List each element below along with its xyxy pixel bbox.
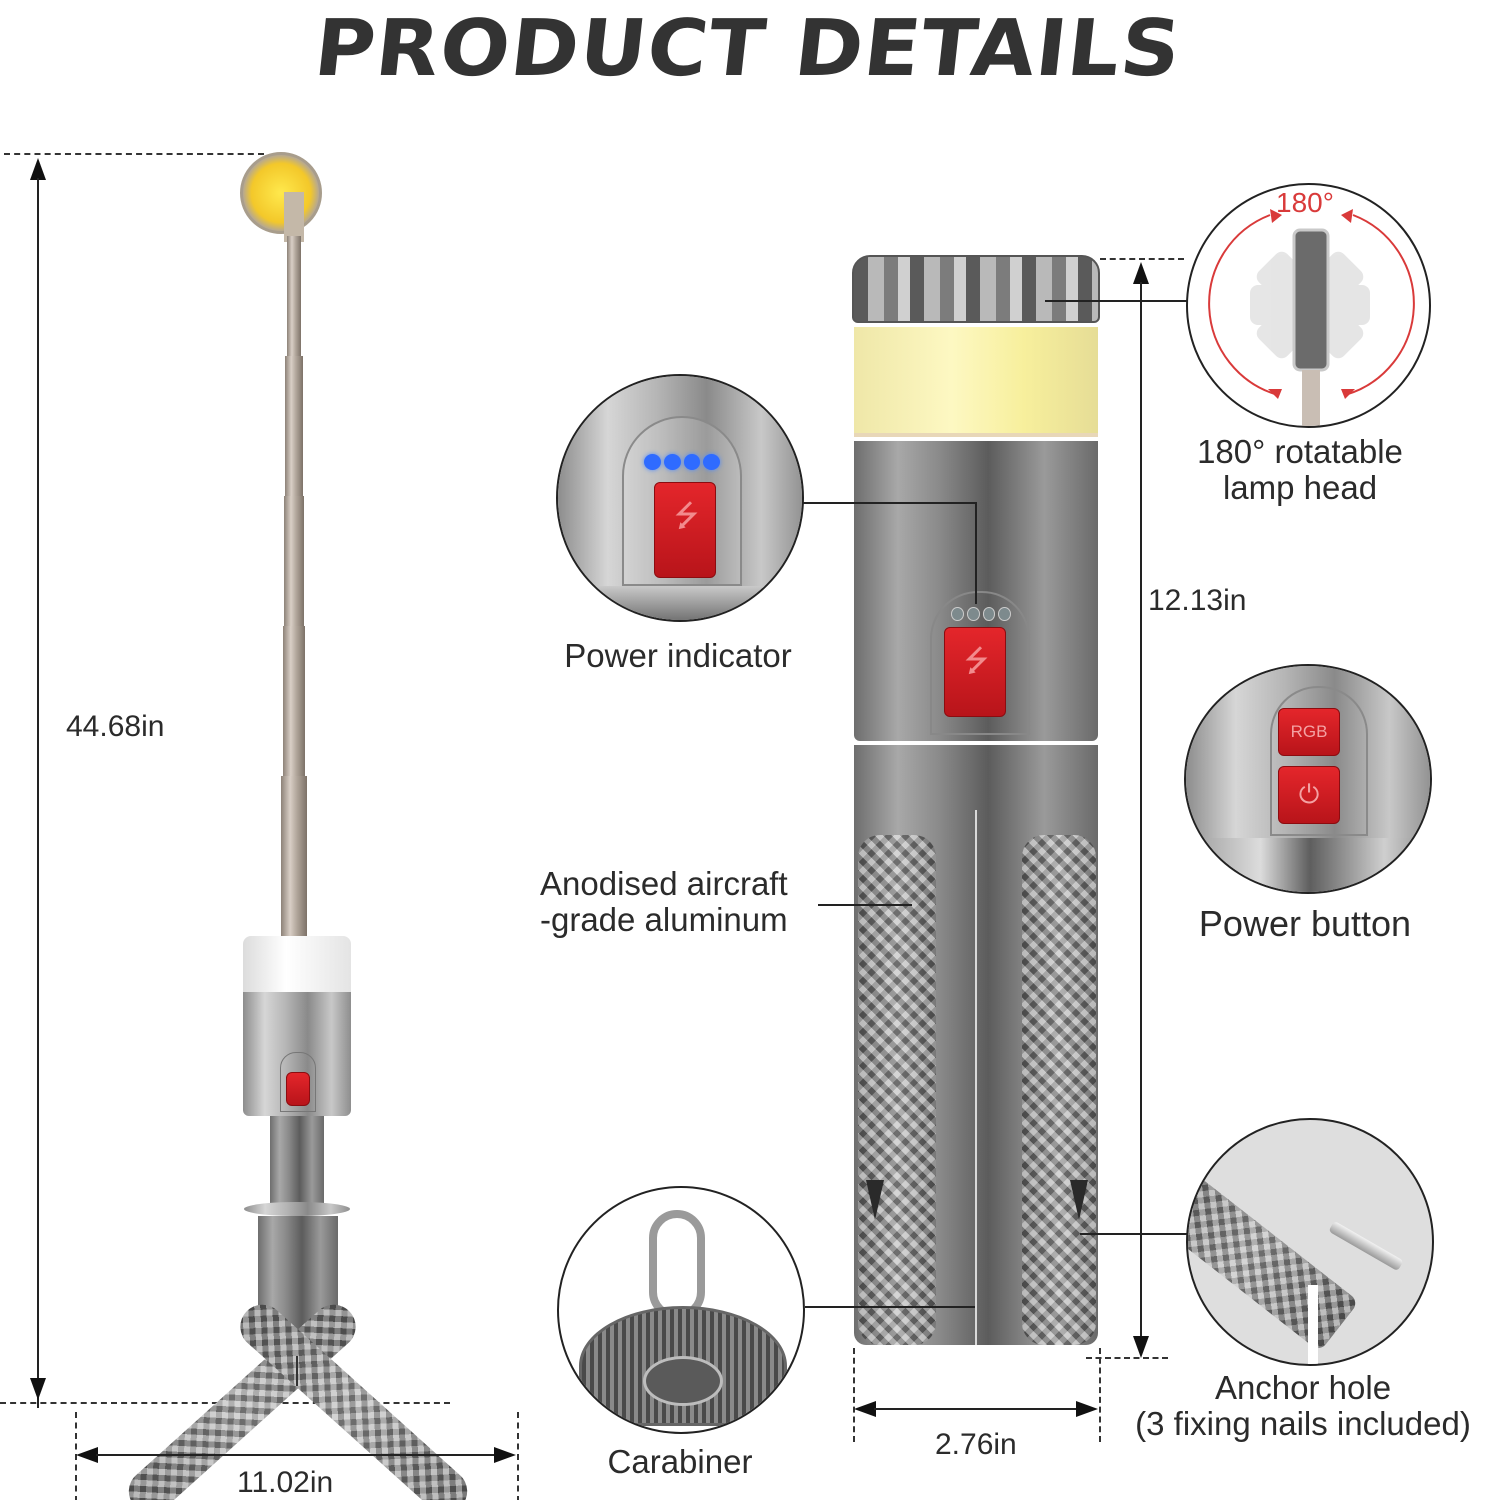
knurled-grip-right	[1022, 835, 1096, 1345]
zoomed-tripod-leg	[1188, 1160, 1360, 1353]
diameter-arrow-left	[854, 1401, 876, 1417]
rgb-button-text: RGB	[1290, 722, 1328, 741]
material-label-line1: Anodised aircraft	[540, 865, 788, 902]
width-arrow-left	[76, 1447, 98, 1463]
battery-led-lit	[683, 454, 701, 470]
anchor-hole-label-line1: Anchor hole	[1214, 1369, 1392, 1406]
telescopic-pole-segment	[284, 496, 304, 626]
anchor-hole-left	[866, 1180, 884, 1220]
usb-icon: ⭍	[964, 645, 989, 678]
diameter-right-guide	[1099, 1348, 1101, 1442]
zoomed-base-band	[558, 586, 802, 620]
collapsed-height-arrow-bottom	[1133, 1336, 1149, 1358]
usb-port-cover	[944, 627, 1006, 717]
collapsed-height-label: 12.13in	[1148, 584, 1247, 617]
zoomed-button-panel	[1270, 686, 1368, 836]
tripod-collar	[244, 1202, 350, 1216]
charging-port-panel	[930, 591, 1030, 735]
diameter-left-guide	[853, 1348, 855, 1442]
carabiner-icon	[649, 1210, 705, 1320]
collapsed-lantern-figure: ⭍	[848, 255, 1104, 1365]
telescopic-pole-segment	[285, 356, 303, 496]
battery-led	[998, 607, 1011, 621]
anchor-hole-right	[1070, 1180, 1088, 1220]
power-indicator-leader-h	[800, 502, 977, 504]
lamp-head-label-line2: lamp head	[1222, 469, 1378, 506]
light-diffuser-band	[854, 327, 1098, 437]
power-toggle-button: ⏻	[1278, 766, 1340, 824]
anchor-hole-label: Anchor hole (3 fixing nails included)	[1110, 1370, 1496, 1442]
lamp-head-cap	[852, 255, 1100, 323]
rotation-angle-badge: 180°	[1276, 187, 1334, 218]
height-arrow-top	[30, 158, 46, 180]
lamp-head-callout-circle: 180°	[1186, 183, 1431, 428]
rgb-button: RGB	[1278, 708, 1340, 756]
collapsed-height-line	[1140, 282, 1142, 1342]
diameter-dimension-line	[874, 1408, 1078, 1410]
carabiner-label: Carabiner	[607, 1443, 753, 1480]
material-label-line2: -grade aluminum	[540, 901, 788, 938]
lamp-head	[240, 152, 322, 234]
page-title: PRODUCT DETAILS	[310, 4, 1186, 94]
width-dimension-line	[96, 1454, 496, 1456]
power-indicator-leader-v	[975, 502, 977, 604]
width-arrow-right	[494, 1447, 516, 1463]
telescopic-pole-segment	[283, 626, 305, 776]
battery-led-row	[951, 607, 1011, 621]
power-icon: ⏻	[1298, 779, 1320, 809]
battery-led	[966, 607, 980, 621]
power-indicator-label: Power indicator	[564, 637, 792, 674]
zoomed-led-row	[644, 454, 720, 470]
grip-center-seam	[975, 810, 977, 1345]
charging-port-panel	[280, 1052, 316, 1112]
height-dimension-line	[37, 178, 39, 1408]
zoomed-usb-port-cover	[654, 482, 716, 578]
carabiner-callout-circle	[557, 1186, 805, 1434]
telescopic-pole-segment	[281, 776, 307, 936]
battery-led-lit	[644, 454, 661, 470]
usb-port-cover	[286, 1072, 310, 1106]
battery-led-lit	[663, 454, 681, 470]
rotation-arrows-icon	[1208, 209, 1415, 426]
lamp-head-label-line1: 180° rotatable	[1197, 433, 1403, 470]
knurled-grip-left	[858, 835, 936, 1345]
lamp-head-leader	[1045, 300, 1188, 302]
zoomed-lower-section	[1186, 838, 1430, 892]
ground-spike	[296, 1356, 298, 1386]
anchor-hole-callout-circle	[1186, 1118, 1434, 1366]
power-button-label: Power button	[1198, 903, 1412, 944]
lamp-head-label: 180° rotatable lamp head	[1160, 434, 1440, 506]
collapsed-height-bottom-guide	[1086, 1357, 1168, 1359]
lower-stem	[270, 1116, 324, 1206]
power-button-callout-circle: RGB ⏻	[1184, 664, 1432, 894]
lamp-head-mount	[284, 192, 304, 242]
ground-stake	[1308, 1285, 1318, 1364]
tripod-width-label: 11.02in	[237, 1466, 334, 1499]
material-label: Anodised aircraft -grade aluminum	[540, 866, 820, 938]
collapsed-height-top-guide	[1100, 258, 1184, 260]
extended-lantern-figure: 44.68in 11.02in	[0, 140, 540, 1500]
height-arrow-bottom	[30, 1378, 46, 1400]
fixing-nail-icon	[1328, 1220, 1404, 1272]
lantern-diffuser	[243, 936, 351, 992]
battery-led	[982, 607, 996, 621]
material-leader	[818, 904, 912, 906]
telescopic-pole-segment	[287, 236, 301, 356]
battery-led-lit	[703, 454, 720, 470]
usb-icon: ⭍	[674, 500, 699, 533]
extended-height-label: 44.68in	[66, 710, 165, 743]
anchor-hole-leader	[1080, 1233, 1188, 1235]
collapsed-diameter-label: 2.76in	[935, 1428, 1017, 1461]
battery-led	[951, 607, 964, 621]
carabiner-leader	[805, 1306, 975, 1308]
diameter-arrow-right	[1076, 1401, 1098, 1417]
collapsed-height-arrow-top	[1133, 262, 1149, 284]
power-indicator-callout-circle: ⭍	[556, 374, 804, 622]
anchor-hole-label-line2: (3 fixing nails included)	[1135, 1405, 1471, 1442]
width-right-guide	[517, 1412, 519, 1500]
height-top-guide	[4, 153, 264, 155]
hanging-ring	[643, 1356, 723, 1406]
